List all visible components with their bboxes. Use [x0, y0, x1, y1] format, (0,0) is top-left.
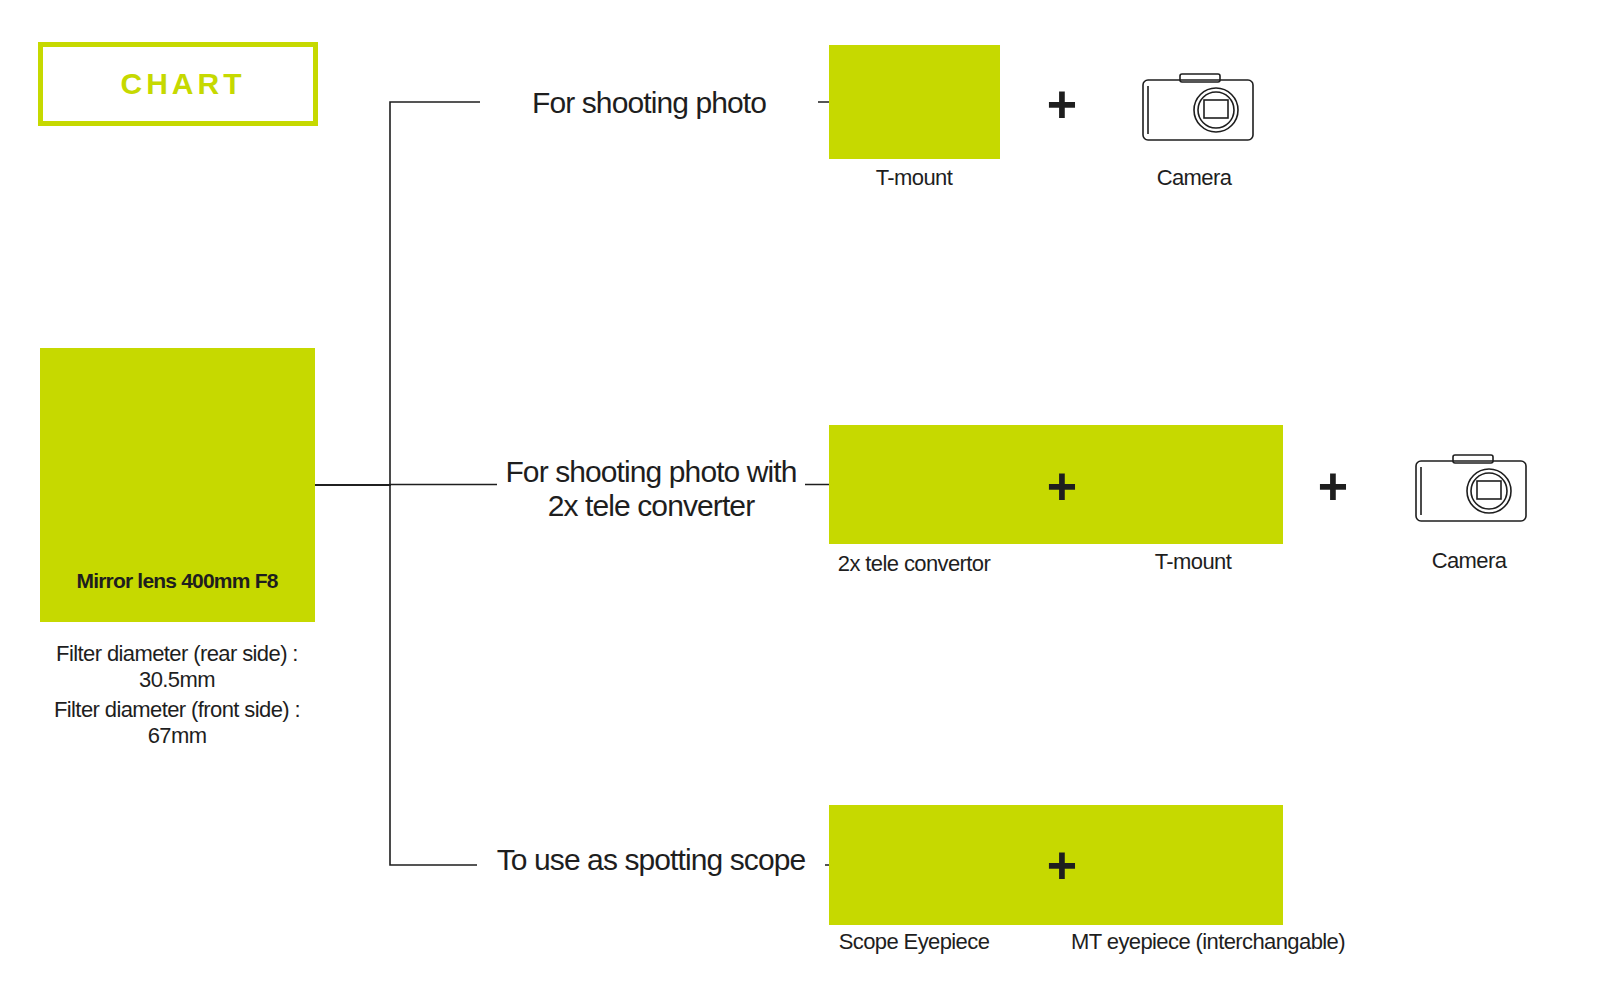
- camera-drawing: [1416, 455, 1526, 521]
- chart-heading-box: CHART: [38, 42, 318, 126]
- node-text: T-mount: [876, 165, 953, 191]
- plus-sign: +: [1047, 460, 1077, 512]
- plus-sign: +: [1318, 460, 1348, 512]
- plus-sign: +: [1047, 839, 1077, 891]
- node-text: CHART: [121, 67, 246, 101]
- filter-value: 67mm: [148, 723, 207, 749]
- filter-value: 30.5mm: [139, 667, 215, 693]
- filter-note: Filter diameter (front side) :: [54, 697, 300, 723]
- camera-drawing: [1143, 74, 1253, 140]
- accessory-box: T-mount: [829, 45, 1000, 159]
- camera-label: Camera: [1432, 548, 1507, 574]
- camera-label: Camera: [1157, 165, 1232, 191]
- plus-sign: +: [1047, 78, 1077, 130]
- branch-label: To use as spotting scope: [477, 843, 825, 877]
- lens-box: Mirror lens 400mm F8: [40, 348, 315, 622]
- branch-label: For shooting photo: [480, 86, 818, 120]
- branch-connector: [315, 102, 829, 485]
- node-text: T-mount: [1155, 549, 1232, 575]
- node-text: 2x tele convertor: [838, 551, 990, 577]
- node-text: Mirror lens 400mm F8: [76, 568, 277, 594]
- filter-note: Filter diameter (rear side) :: [56, 641, 298, 667]
- branch-label: For shooting photo with 2x tele converte…: [497, 455, 805, 523]
- branch-connector: [315, 485, 829, 865]
- node-text: Scope Eyepiece: [839, 929, 990, 955]
- node-text: MT eyepiece (interchangable): [1071, 929, 1345, 955]
